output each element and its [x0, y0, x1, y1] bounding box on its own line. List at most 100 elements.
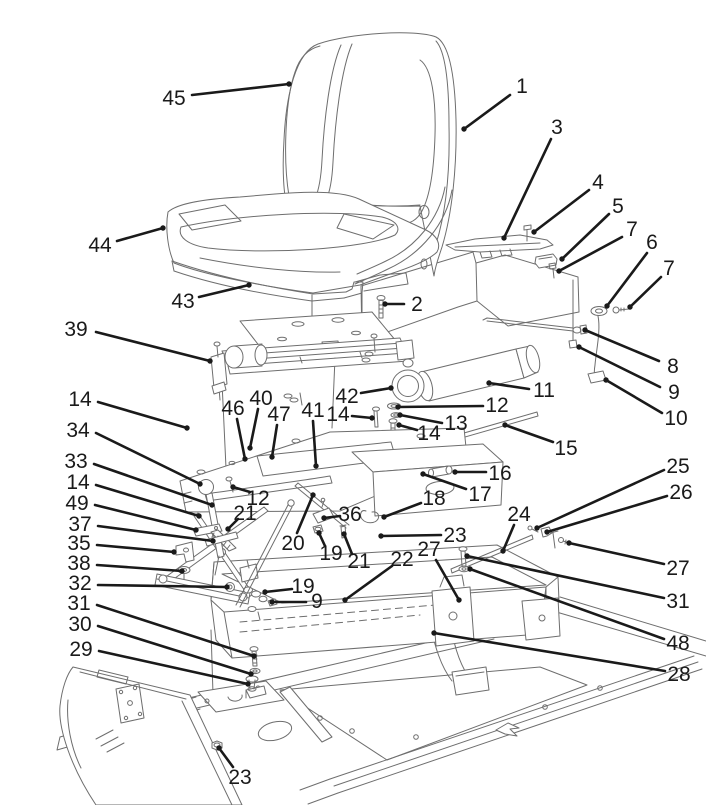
part-number-label: 31 [67, 592, 90, 615]
callout-29: 29 [69, 638, 251, 687]
part-number-label: 40 [249, 387, 272, 410]
leader-line [95, 543, 176, 554]
leader-dot [224, 584, 230, 590]
seat-base-skirt-drawing [171, 260, 409, 323]
callout-11: 11 [486, 379, 555, 402]
leader-dot [420, 471, 426, 477]
leader-line [583, 328, 661, 363]
leader-dot [395, 404, 401, 410]
part-number-label: 34 [66, 419, 90, 442]
part-number-label: 41 [301, 399, 324, 422]
leader-line [501, 523, 516, 553]
callout-14: 14 [396, 422, 441, 445]
callout-31: 31 [464, 553, 690, 613]
part-number-label: 33 [64, 450, 87, 473]
leader-line [487, 381, 531, 391]
leader-line [343, 564, 394, 602]
leader-dot [382, 301, 388, 307]
part-number-label: 14 [326, 403, 350, 426]
leader-dot [242, 456, 248, 462]
part-number-label: 28 [667, 663, 690, 686]
console-drawing [59, 666, 243, 805]
leader-line [421, 472, 468, 491]
part-number-label: 10 [664, 407, 687, 430]
callout-23: 23 [216, 745, 252, 789]
suspension-slide-assembly-drawing [210, 295, 415, 469]
callout-38: 38 [67, 552, 185, 575]
part-number-label: 14 [68, 388, 92, 411]
part-number-label: 36 [338, 503, 361, 526]
leader-line [190, 82, 291, 97]
part-number-label: 32 [68, 572, 91, 595]
part-number-label: 29 [69, 638, 92, 661]
leader-dot [486, 380, 492, 386]
callout-22: 22 [342, 548, 414, 603]
leader-line [217, 746, 235, 769]
leader-line [92, 462, 214, 507]
part-number-label: 45 [162, 87, 185, 110]
leader-line [95, 563, 184, 573]
latch-lever-parts-drawing [445, 224, 630, 384]
leader-dot [544, 529, 550, 535]
leader-dot [534, 525, 540, 531]
leader-line [94, 330, 212, 363]
part-number-label: 7 [626, 218, 638, 241]
callout-28: 28 [431, 630, 691, 686]
part-number-label: 14 [66, 471, 90, 494]
leader-line [434, 558, 461, 602]
leader-dot [467, 566, 473, 572]
part-number-label: 19 [319, 542, 342, 565]
leader-dot [582, 327, 588, 333]
leader-line [379, 533, 443, 538]
leader-line [398, 413, 444, 425]
leader-line [567, 541, 666, 566]
part-number-label: 16 [488, 462, 511, 485]
leader-dot [246, 282, 252, 288]
leader-dot [604, 303, 610, 309]
leader-dot [209, 502, 215, 508]
part-number-label: 12 [246, 487, 269, 510]
leader-dot [381, 514, 387, 520]
leader-dot [184, 425, 190, 431]
callout-21: 21 [341, 531, 371, 573]
leader-line [197, 283, 251, 299]
rod-hardware-right-drawing [450, 525, 573, 574]
part-number-label: 19 [291, 575, 314, 598]
leader-dot [171, 549, 177, 555]
callout-41: 41 [301, 399, 325, 469]
leader-line [295, 493, 315, 535]
part-number-label: 37 [68, 513, 91, 536]
part-number-label: 39 [64, 318, 87, 341]
leader-line [359, 386, 393, 395]
leader-line [96, 624, 253, 676]
leader-dot [216, 745, 222, 751]
leader-dot [396, 422, 402, 428]
part-number-label: 3 [551, 116, 563, 139]
part-number-label: 4 [592, 171, 604, 194]
callout-19: 19 [262, 575, 315, 598]
leader-line [462, 93, 512, 131]
callout-46: 46 [221, 397, 248, 462]
callout-9: 9 [269, 590, 323, 613]
leader-dot [566, 540, 572, 546]
callout-14: 14 [326, 403, 375, 426]
seat-cushion-drawing [166, 186, 453, 294]
callout-5: 5 [559, 195, 624, 262]
leader-dot [193, 527, 199, 533]
leader-line [605, 251, 649, 308]
pan-drawing [210, 544, 561, 659]
callout-17: 17 [420, 471, 492, 506]
callout-21: 21 [225, 502, 257, 532]
callout-47: 47 [267, 403, 291, 460]
part-number-label: 25 [666, 455, 689, 478]
leader-line [93, 503, 198, 532]
leader-dot [603, 377, 609, 383]
leader-line [382, 501, 423, 519]
leader-dot [316, 530, 322, 536]
leader-dot [452, 469, 458, 475]
linkage-drawing [154, 476, 350, 621]
leader-line [468, 567, 666, 641]
callout-13: 13 [397, 412, 468, 435]
support-box-drawing [351, 443, 504, 524]
